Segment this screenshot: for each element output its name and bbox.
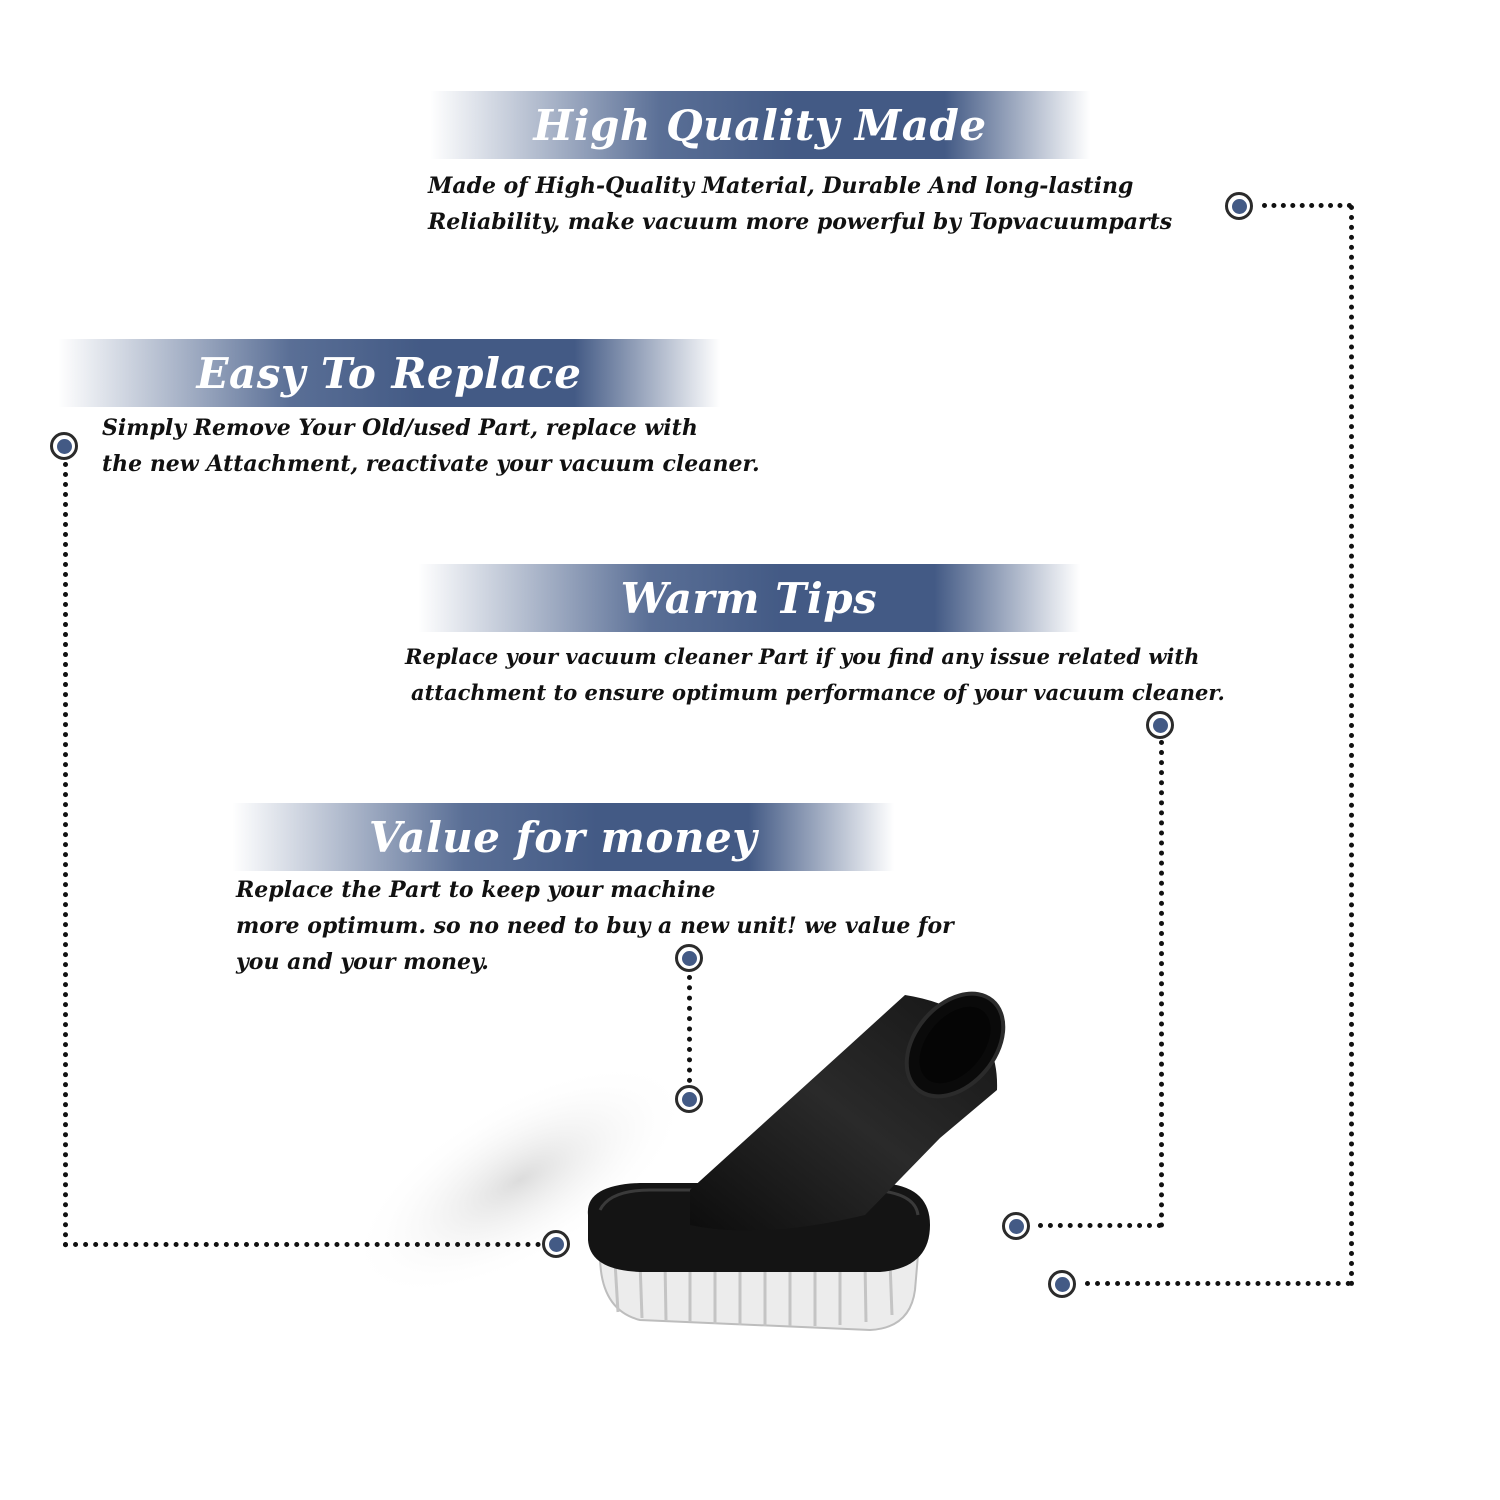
- desc-line: attachment to ensure optimum performance…: [411, 680, 1225, 705]
- desc-line: you and your money.: [236, 949, 489, 975]
- marker-dot: [675, 944, 703, 972]
- desc-value-money: Replace the Part to keep your machine mo…: [236, 872, 954, 980]
- marker-dot: [1146, 711, 1174, 739]
- desc-line: Simply Remove Your Old/used Part, replac…: [102, 415, 698, 441]
- title-high-quality: High Quality Made: [533, 100, 987, 150]
- connector-line: [687, 975, 692, 1083]
- desc-line: Made of High-Quality Material, Durable A…: [428, 173, 1134, 199]
- marker-dot: [675, 1085, 703, 1113]
- marker-dot: [1225, 192, 1253, 220]
- banner-high-quality: High Quality Made: [430, 91, 1090, 159]
- desc-line: more optimum. so no need to buy a new un…: [236, 913, 954, 939]
- desc-line: Replace the Part to keep your machine: [236, 877, 716, 903]
- connector-line: [63, 1242, 541, 1247]
- desc-line: Replace your vacuum cleaner Part if you …: [405, 644, 1200, 669]
- desc-line: Reliability, make vacuum more powerful b…: [428, 209, 1173, 235]
- title-value-money: Value for money: [368, 812, 758, 862]
- connector-line: [1038, 1223, 1162, 1228]
- connector-line: [1085, 1281, 1351, 1286]
- desc-high-quality: Made of High-Quality Material, Durable A…: [428, 168, 1172, 240]
- desc-easy-replace: Simply Remove Your Old/used Part, replac…: [102, 410, 760, 482]
- banner-easy-replace: Easy To Replace: [58, 339, 720, 407]
- marker-dot: [1048, 1270, 1076, 1298]
- marker-dot: [50, 432, 78, 460]
- connector-line: [1262, 203, 1352, 208]
- marker-dot: [1002, 1212, 1030, 1240]
- banner-value-money: Value for money: [232, 803, 894, 871]
- connector-line: [1349, 205, 1354, 1287]
- marker-dot: [542, 1230, 570, 1258]
- desc-warm-tips: Replace your vacuum cleaner Part if you …: [405, 639, 1225, 711]
- connector-line: [1159, 740, 1164, 1228]
- title-easy-replace: Easy To Replace: [196, 348, 582, 398]
- banner-warm-tips: Warm Tips: [418, 564, 1080, 632]
- desc-line: the new Attachment, reactivate your vacu…: [102, 451, 760, 477]
- connector-line: [63, 462, 68, 1248]
- title-warm-tips: Warm Tips: [620, 573, 878, 623]
